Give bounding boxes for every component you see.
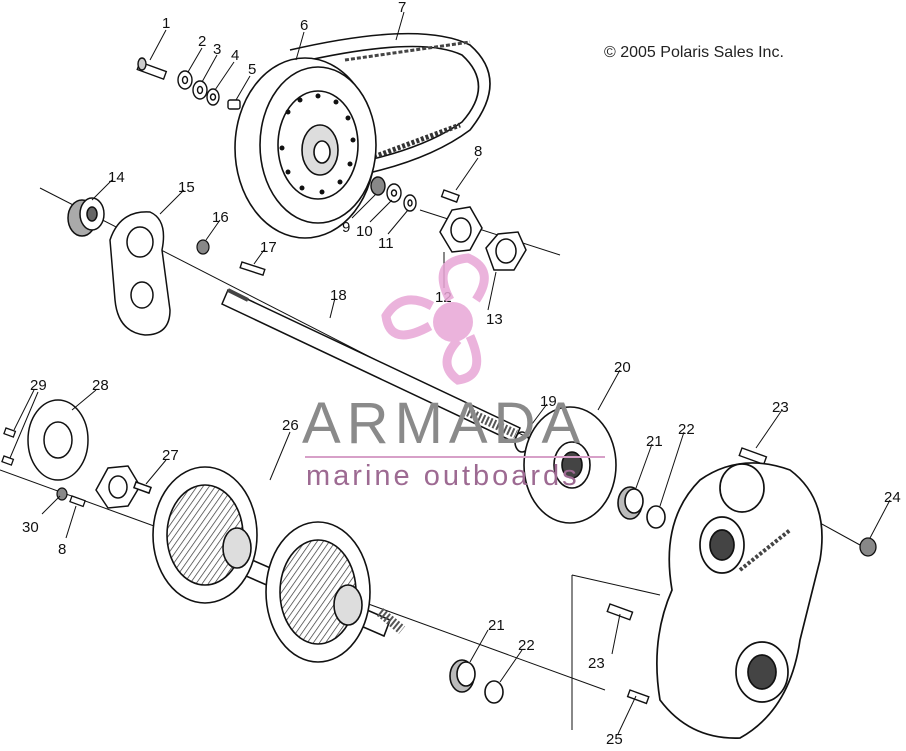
bearing-flange-12	[439, 206, 483, 253]
callout-29: 29	[30, 377, 47, 394]
callout-5: 5	[248, 61, 256, 78]
watermark-subtitle: marine outboards	[306, 460, 580, 492]
callout-4: 4	[231, 47, 239, 64]
callout-14: 14	[108, 169, 125, 186]
leader-lines	[9, 11, 891, 735]
callout-8-top: 8	[474, 143, 482, 160]
callout-22-lower: 22	[518, 637, 535, 654]
callout-25: 25	[606, 731, 623, 746]
watermark-title: ARMADA	[302, 391, 587, 456]
callout-3: 3	[213, 41, 221, 58]
watermark-divider	[305, 456, 605, 458]
callout-6: 6	[300, 17, 308, 34]
callout-20: 20	[614, 359, 631, 376]
callout-28: 28	[92, 377, 109, 394]
callout-18: 18	[330, 287, 347, 304]
callout-16: 16	[212, 209, 229, 226]
nut-24	[859, 537, 877, 557]
bolt-23-upper	[738, 447, 768, 466]
callout-17: 17	[260, 239, 277, 256]
propeller-logo	[381, 253, 489, 385]
bearing-flange-13	[485, 231, 527, 271]
callout-15: 15	[178, 179, 195, 196]
key-17	[239, 261, 266, 277]
copyright-notice: © 2005 Polaris Sales Inc.	[604, 44, 784, 61]
spacers-9-11	[370, 176, 417, 212]
track-drive-shaft-26	[152, 466, 406, 663]
bolt-25	[626, 689, 650, 705]
drive-belt	[289, 32, 491, 176]
callout-24: 24	[884, 489, 901, 506]
washers-2-4	[177, 70, 241, 110]
bearing-21-lower	[449, 659, 476, 693]
callout-labels: 1 2 3 4 5 6 7 8 9 10 11 12 13 14 15 16 1…	[22, 0, 901, 748]
bolt-23-lower	[606, 603, 634, 621]
callout-2: 2	[198, 33, 206, 50]
bearing-14	[67, 197, 105, 237]
callout-21-upper: 21	[646, 433, 663, 450]
bolt-8-top	[440, 189, 460, 203]
chaincase-plate-15	[109, 211, 171, 336]
callout-23-lower: 23	[588, 655, 605, 672]
callout-27: 27	[162, 447, 179, 464]
callout-7: 7	[398, 0, 406, 16]
bolt-8-lower	[69, 495, 86, 508]
bearing-flange-27	[95, 465, 152, 509]
bearing-21-upper	[617, 486, 644, 520]
callout-9: 9	[342, 219, 350, 236]
callout-11: 11	[378, 235, 394, 252]
callout-21-lower: 21	[488, 617, 505, 634]
oring-22-upper	[646, 505, 666, 529]
bolts-29	[1, 427, 17, 466]
callout-30: 30	[22, 519, 39, 536]
callout-1: 1	[162, 15, 170, 32]
brake-disc-20	[523, 406, 617, 524]
callout-13: 13	[486, 311, 503, 328]
bolt-1	[136, 57, 168, 80]
nut-16	[196, 239, 210, 255]
drive-shaft-18	[221, 288, 521, 444]
callout-22-upper: 22	[678, 421, 695, 438]
plate-28	[27, 399, 89, 481]
callout-8-lower: 8	[58, 541, 66, 558]
callout-19: 19	[540, 393, 557, 410]
chaincase-housing	[656, 462, 823, 739]
drive-sprocket	[234, 57, 377, 239]
callout-10: 10	[356, 223, 373, 240]
oring-22-lower	[484, 680, 504, 704]
callout-26: 26	[282, 417, 299, 434]
callout-23-upper: 23	[772, 399, 789, 416]
